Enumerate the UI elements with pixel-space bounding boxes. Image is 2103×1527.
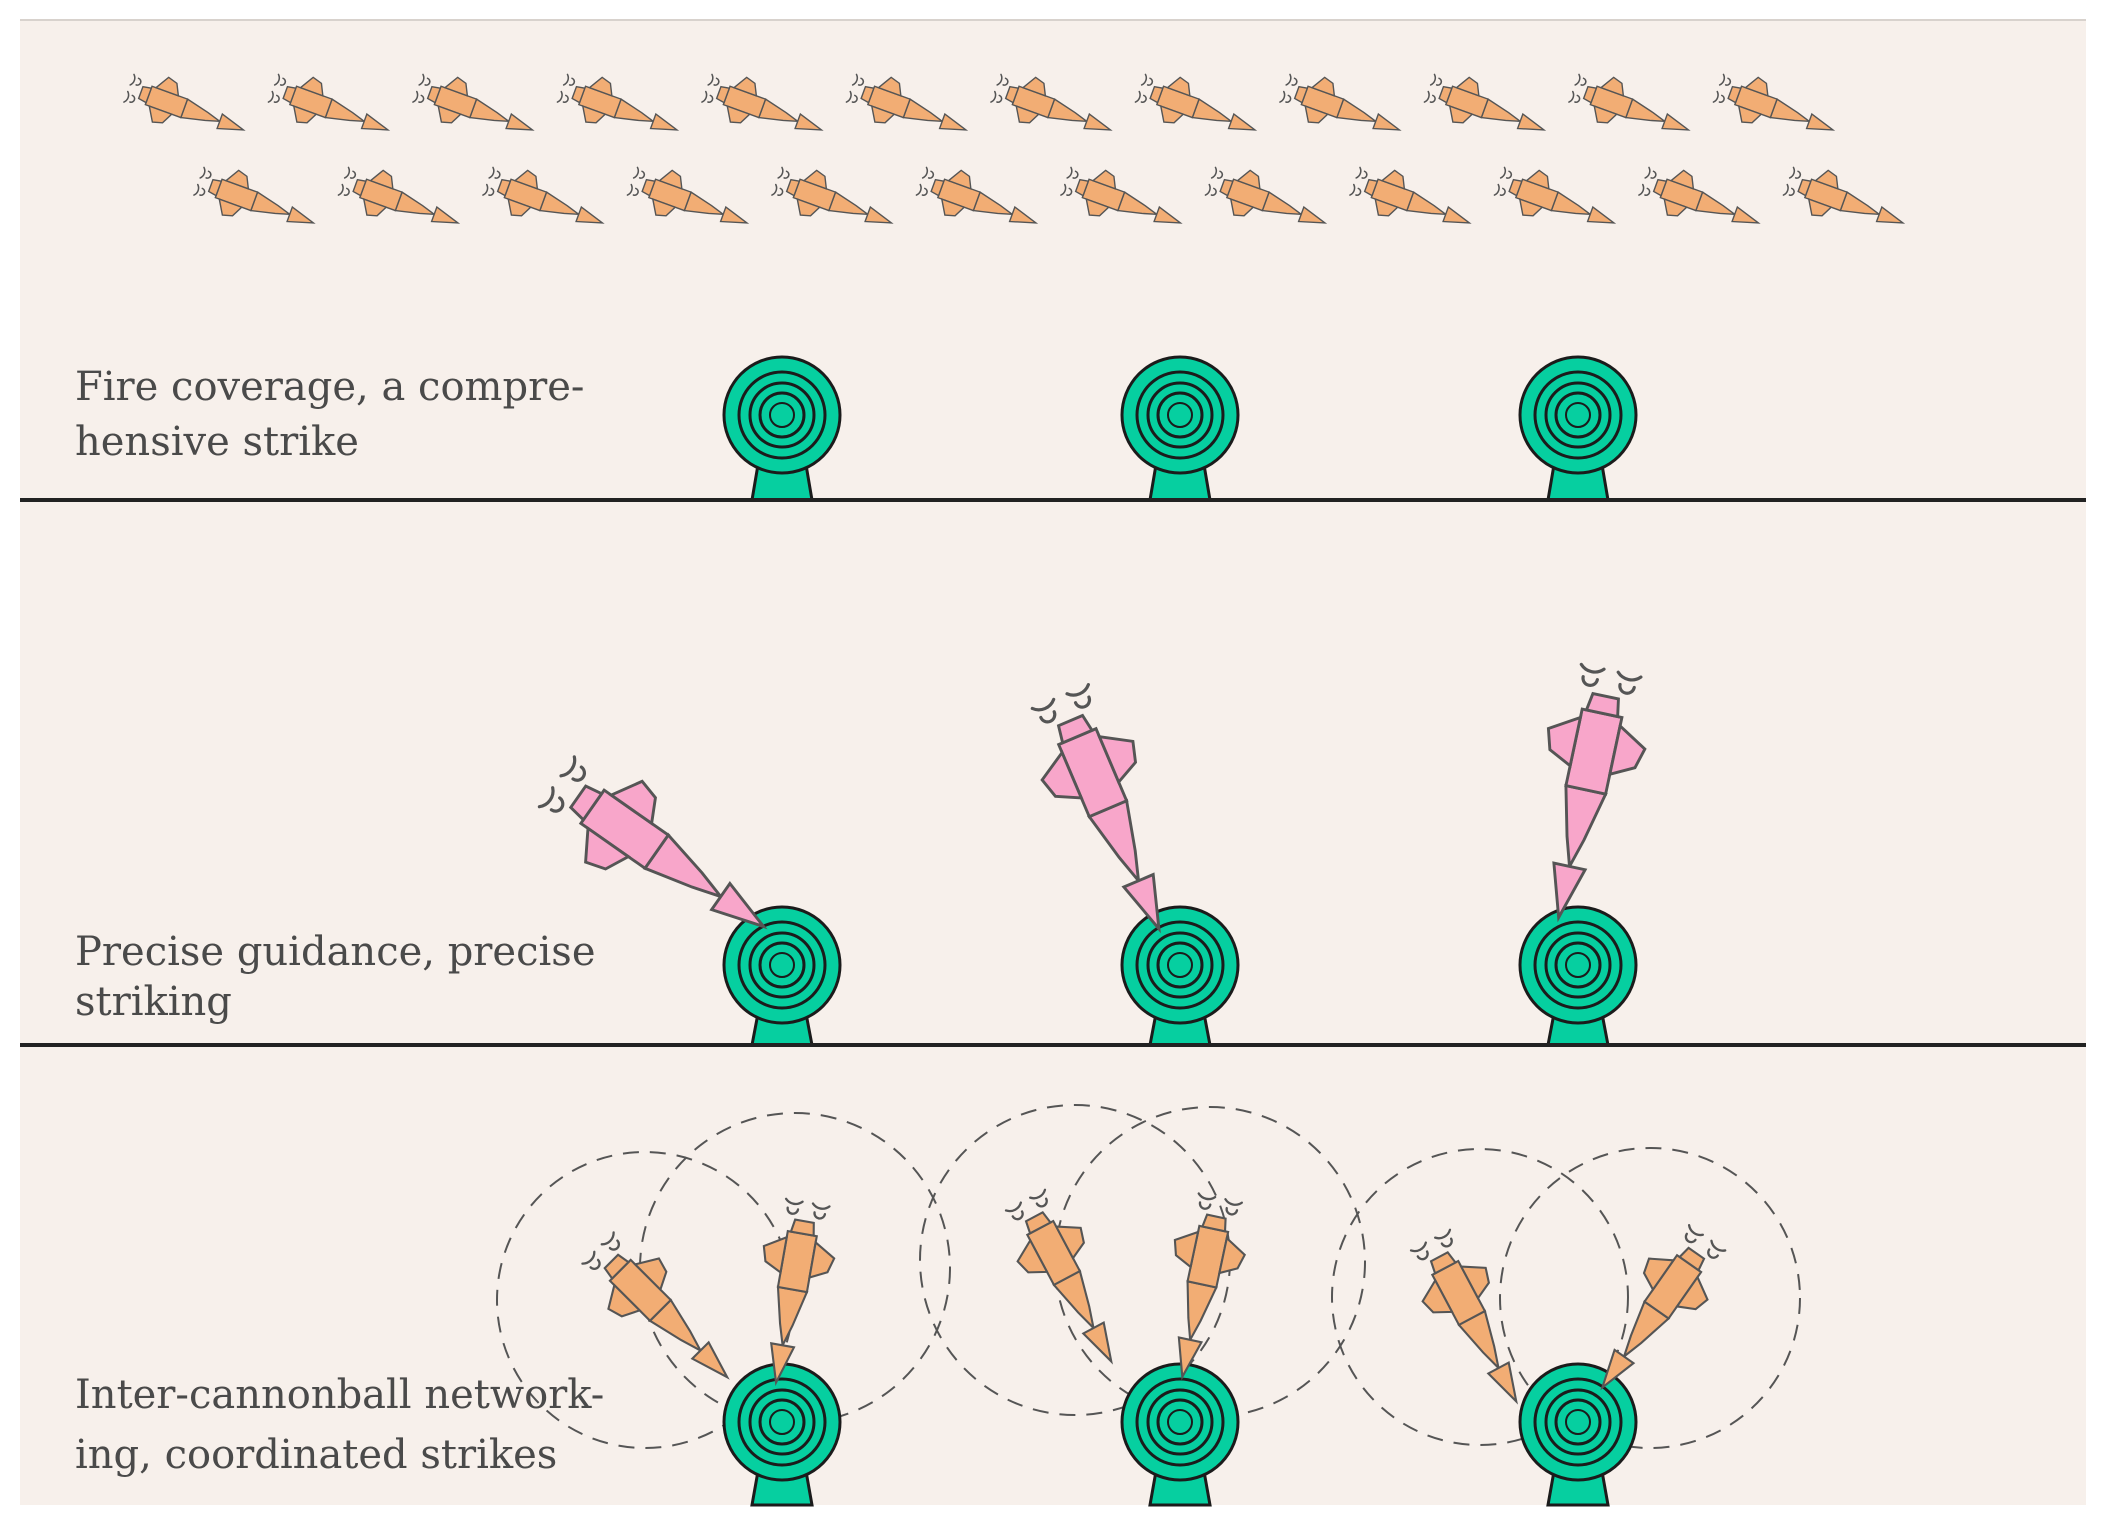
bullseye-target-icon [722,905,842,1047]
bullseye-target-icon [1518,905,1638,1047]
caption-line: striking [75,979,232,1025]
network-ring [1331,1148,1629,1446]
network-ring [1499,1147,1801,1449]
caption-networking: Inter-cannonball network- ing, coordinat… [75,1372,604,1478]
bullseye-target-icon [1120,355,1240,502]
caption-guidance: Precise guidance, precise striking [75,929,596,1025]
caption-coverage: Fire coverage, a compre- hensive strike [75,364,584,465]
bullseye-target-icon [722,1362,842,1507]
bullseye-target-icon [1120,905,1240,1047]
caption-line: Fire coverage, a compre- [75,364,584,410]
bullseye-target-icon [1518,1362,1638,1507]
bullseye-target-icon [1120,1362,1240,1507]
bullseye-target-icon [722,355,842,502]
caption-line: Inter-cannonball network- [75,1372,604,1418]
bullseye-target-icon [1518,355,1638,502]
targets [722,355,1638,1507]
caption-line: ing, coordinated strikes [75,1432,557,1478]
caption-line: Precise guidance, precise [75,929,596,975]
caption-line: hensive strike [75,419,359,465]
